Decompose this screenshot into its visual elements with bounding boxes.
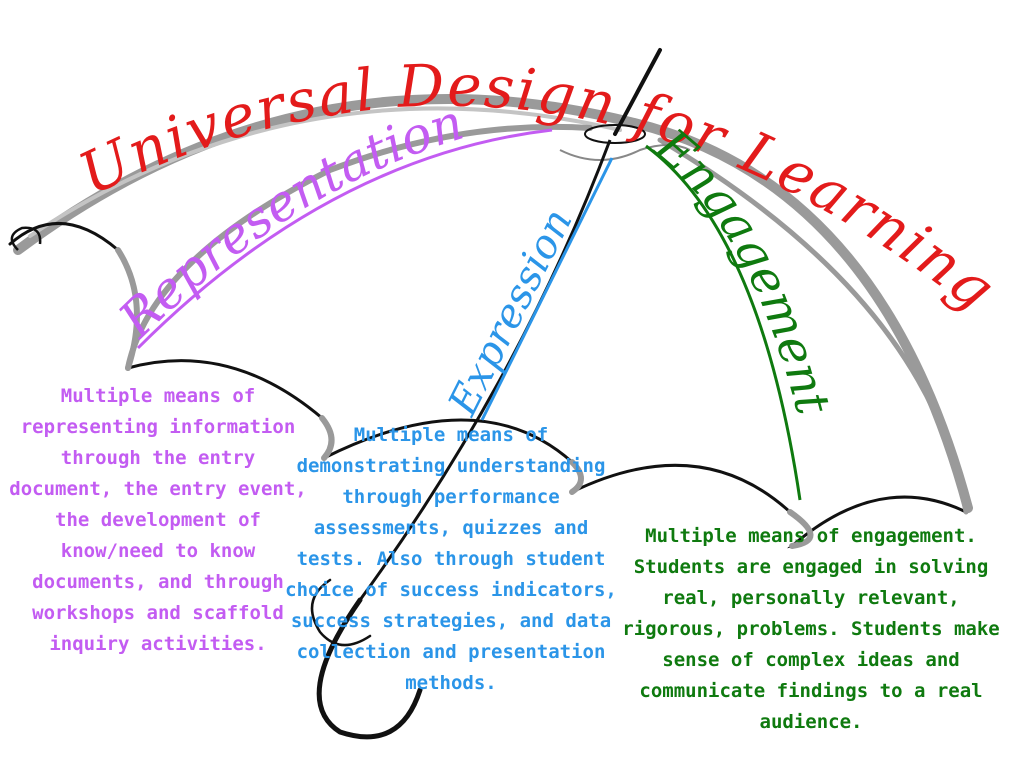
umbrella-spike xyxy=(613,48,662,136)
umbrella-canopy-edge xyxy=(13,94,973,513)
umbrella-rib xyxy=(657,137,969,515)
engagement-description: Multiple means of engagement. Students a… xyxy=(622,525,1000,733)
engagement-underline xyxy=(645,144,802,501)
expression-underline xyxy=(480,157,614,421)
umbrella-hub xyxy=(584,124,646,144)
representation-underline xyxy=(136,128,553,350)
umbrella-shaft xyxy=(358,139,612,601)
umbrella-rib-left-curl xyxy=(10,226,42,251)
umbrella-handle xyxy=(316,597,423,740)
umbrella-canopy-edge-inner xyxy=(28,106,622,238)
umbrella-hem-shadow xyxy=(115,247,814,549)
representation-description: Multiple means of representing informati… xyxy=(9,385,307,655)
umbrella-handle-curl xyxy=(310,578,372,647)
umbrella-rib xyxy=(125,123,593,371)
expression-label: Expression xyxy=(439,202,581,424)
umbrella-hub-frill xyxy=(559,144,691,161)
expression-description: Multiple means of demonstrating understa… xyxy=(285,424,617,694)
